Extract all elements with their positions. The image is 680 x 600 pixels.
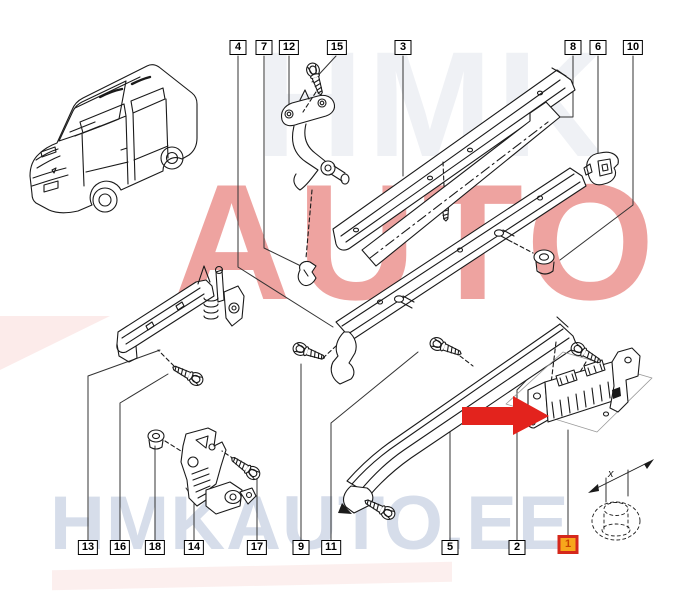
callout-1-highlighted: 1 xyxy=(557,535,579,554)
callout-6: 6 xyxy=(589,40,607,55)
middle-rail-part-4 xyxy=(330,167,587,385)
upper-rail-part-3 xyxy=(332,67,576,251)
screw-9 xyxy=(290,340,328,365)
slide-strip-part-8 xyxy=(361,101,561,267)
roller-bracket-part-14 xyxy=(147,427,257,515)
callout-10: 10 xyxy=(622,40,644,55)
leader-lines xyxy=(87,55,634,541)
nut-part-10 xyxy=(533,249,555,275)
screw-near-part-11 xyxy=(427,334,465,361)
callout-8: 8 xyxy=(564,40,582,55)
callout-11: 11 xyxy=(321,540,341,555)
callout-16: 16 xyxy=(109,540,131,555)
callout-9: 9 xyxy=(292,540,310,555)
callout-17: 17 xyxy=(246,540,268,555)
callout-7: 7 xyxy=(255,40,273,55)
hinge-assembly-part-13 xyxy=(116,265,245,367)
clip-part-7 xyxy=(297,260,317,287)
callout-5: 5 xyxy=(441,540,459,555)
callout-13: 13 xyxy=(77,540,99,555)
callout-15: 15 xyxy=(326,40,348,55)
bracket-part-1 xyxy=(505,341,653,433)
callout-14: 14 xyxy=(183,540,205,555)
screw-16 xyxy=(169,361,206,389)
end-clip-part-6 xyxy=(583,151,619,186)
callout-2: 2 xyxy=(508,540,526,555)
guide-arm-part-12 xyxy=(280,89,350,259)
callout-3: 3 xyxy=(394,40,412,55)
van-illustration xyxy=(29,64,198,214)
callout-4: 4 xyxy=(229,40,247,55)
screw-9-dash xyxy=(322,345,337,359)
pointer-arrow xyxy=(462,396,549,435)
callout-18: 18 xyxy=(144,540,166,555)
dimension-sketch: x xyxy=(588,459,654,541)
screw-15 xyxy=(304,60,328,98)
dimension-label: x xyxy=(607,468,614,480)
callout-12: 12 xyxy=(278,40,300,55)
